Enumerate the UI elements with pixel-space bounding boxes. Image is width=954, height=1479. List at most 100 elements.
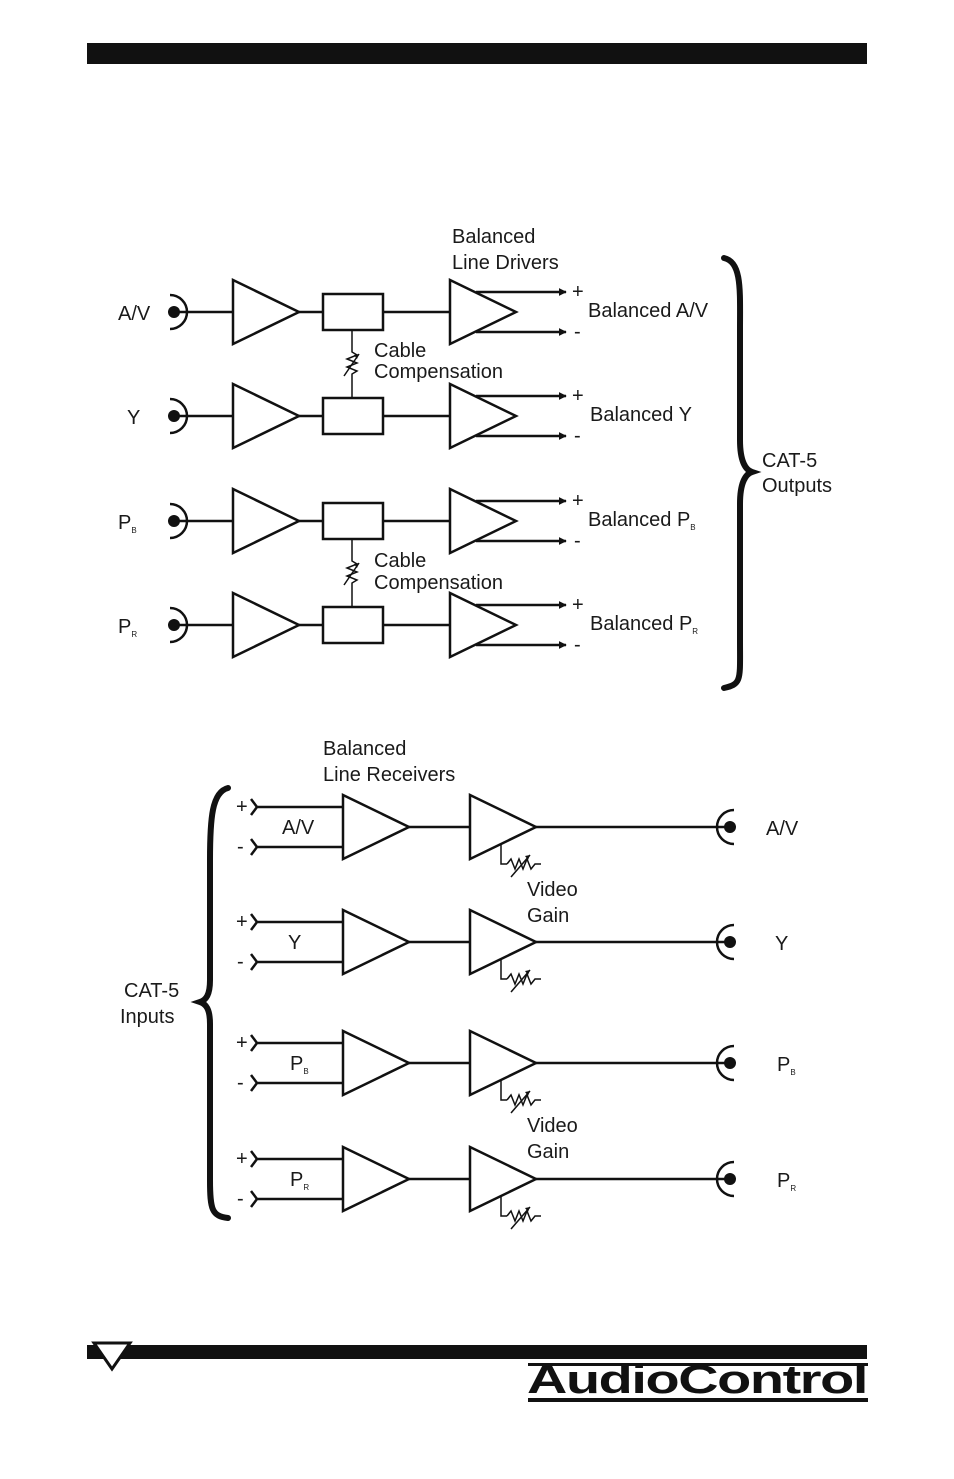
rx-ch1-output-label: A/V [766, 818, 799, 840]
rx-ch3-gain-lead [501, 1080, 507, 1100]
tx-ch2-minus-sign: - [574, 425, 581, 447]
rx-ch1-in-minus-wire [251, 839, 343, 855]
tx-ch2-plus-sign: + [572, 385, 584, 407]
rx-ch1-jack-pin [724, 821, 736, 833]
receivers-label-line2: Line Receivers [323, 764, 455, 786]
tx-ch3-line-driver [450, 489, 516, 553]
tx-ch4-input-label: PR [118, 616, 137, 639]
rx-ch2-jack-pin [724, 936, 736, 948]
audiocontrol-logo: AudioControl [527, 1358, 867, 1402]
tx-ch4-line-driver [450, 593, 516, 657]
tx-ch2-buffer-amp [233, 384, 299, 448]
rx-ch1-gain-lead [501, 844, 507, 864]
tx-ch3-input-label-subscript: B [131, 526, 136, 535]
tx-ch3-buffer-amp [233, 489, 299, 553]
rx-ch1-gain-amp [470, 795, 536, 859]
tx-ch2-input-label: Y [127, 407, 140, 429]
rx-ch4-plus-sign: + [236, 1148, 248, 1170]
rx-ch3-pair-label: PB [290, 1053, 309, 1076]
tx-ch2-output-label: Balanced Y [590, 404, 692, 426]
rx-ch1-in-plus-wire [251, 799, 343, 815]
tx-ch4-output-label: Balanced PR [590, 613, 698, 636]
rx-ch2-gain-resistor [507, 974, 541, 984]
tx-ch3-eq-block [323, 503, 383, 539]
tx-ch1-buffer-amp [233, 280, 299, 344]
rx-ch2-in-plus-wire [251, 914, 343, 930]
tx-ch3-input-label: PB [118, 512, 137, 535]
inputs-label-line1: CAT-5 [124, 980, 179, 1002]
inputs-brace [200, 788, 228, 1218]
tx-ch1-input-label: A/V [118, 303, 151, 325]
rx-ch2-gain-lead [501, 959, 507, 979]
tx-ch4-buffer-amp [233, 593, 299, 657]
rx-ch3-minus-sign: - [237, 1072, 244, 1094]
tx-ch3-output-label: Balanced PB [588, 509, 696, 532]
footer-bar [87, 1345, 867, 1359]
rx-ch1-minus-sign: - [237, 836, 244, 858]
receivers-label-line1: Balanced [323, 738, 406, 760]
rx-ch4-pair-label-subscript: R [303, 1183, 309, 1192]
inputs-label-line2: Inputs [120, 1006, 174, 1028]
tx-ch4-minus-sign: - [574, 634, 581, 656]
rx-ch1-line-receiver [343, 795, 409, 859]
rx-ch4-output-label: PR [777, 1170, 796, 1193]
tx-ch4-eq-block [323, 607, 383, 643]
rx-ch3-in-minus-wire [251, 1075, 343, 1091]
rx-ch2-pair-label: Y [288, 932, 301, 954]
video-gain-label-1-line1: Video [527, 879, 578, 901]
video-gain-label-2-line2: Gain [527, 1141, 569, 1163]
tx-ch1-line-driver [450, 280, 516, 344]
tx-ch1-plus-sign: + [572, 281, 584, 303]
outputs-brace [724, 258, 752, 688]
rx-ch4-pair-label: PR [290, 1169, 309, 1192]
tx-ch4-input-label-subscript: R [131, 630, 137, 639]
rx-ch1-plus-sign: + [236, 796, 248, 818]
video-gain-label-2-line1: Video [527, 1115, 578, 1137]
rx-ch2-plus-sign: + [236, 911, 248, 933]
rx-ch3-in-plus-wire [251, 1035, 343, 1051]
transmitter-section: A/V+-Balanced A/VY+-Balanced YPB+-Balanc… [118, 280, 709, 657]
rx-ch4-gain-resistor [507, 1211, 541, 1221]
cable-comp-label-1-line2: Compensation [374, 361, 503, 383]
rx-ch3-plus-sign: + [236, 1032, 248, 1054]
drivers-label-line1: Balanced [452, 226, 535, 248]
cable-comp-label-2-line1: Cable [374, 550, 426, 572]
outputs-label-line2: Outputs [762, 475, 832, 497]
rx-ch2-minus-sign: - [237, 951, 244, 973]
cable-comp-label-1-line1: Cable [374, 340, 426, 362]
tx-ch1-eq-block [323, 294, 383, 330]
tx-ch2-line-driver [450, 384, 516, 448]
rx-ch4-output-label-subscript: R [790, 1184, 796, 1193]
rx-ch3-output-label: PB [777, 1054, 796, 1077]
rx-ch3-jack-pin [724, 1057, 736, 1069]
video-gain-label-1-line2: Gain [527, 905, 569, 927]
outputs-label-line1: CAT-5 [762, 450, 817, 472]
rx-ch3-output-label-subscript: B [790, 1068, 795, 1077]
rx-ch4-in-minus-wire [251, 1191, 343, 1207]
rx-ch4-in-plus-wire [251, 1151, 343, 1167]
rx-ch3-gain-resistor [507, 1095, 541, 1105]
rx-ch4-jack-pin [724, 1173, 736, 1185]
rx-ch4-gain-lead [501, 1196, 507, 1216]
rx-ch2-output-label: Y [775, 933, 788, 955]
rx-ch4-minus-sign: - [237, 1188, 244, 1210]
tx-ch1-minus-sign: - [574, 321, 581, 343]
rx-ch3-gain-amp [470, 1031, 536, 1095]
tx-ch1-output-label: Balanced A/V [588, 300, 709, 322]
rx-ch2-line-receiver [343, 910, 409, 974]
cable-comp-label-2-line2: Compensation [374, 572, 503, 594]
tx-ch4-plus-sign: + [572, 594, 584, 616]
header-bar [87, 43, 867, 64]
rx-ch3-line-receiver [343, 1031, 409, 1095]
tx-ch3-minus-sign: - [574, 530, 581, 552]
drivers-label-line2: Line Drivers [452, 252, 559, 274]
rx-ch3-pair-label-subscript: B [303, 1067, 308, 1076]
tx-ch2-eq-block [323, 398, 383, 434]
rx-ch4-line-receiver [343, 1147, 409, 1211]
rx-ch1-gain-resistor [507, 859, 541, 869]
tx-ch3-plus-sign: + [572, 490, 584, 512]
rx-ch2-in-minus-wire [251, 954, 343, 970]
